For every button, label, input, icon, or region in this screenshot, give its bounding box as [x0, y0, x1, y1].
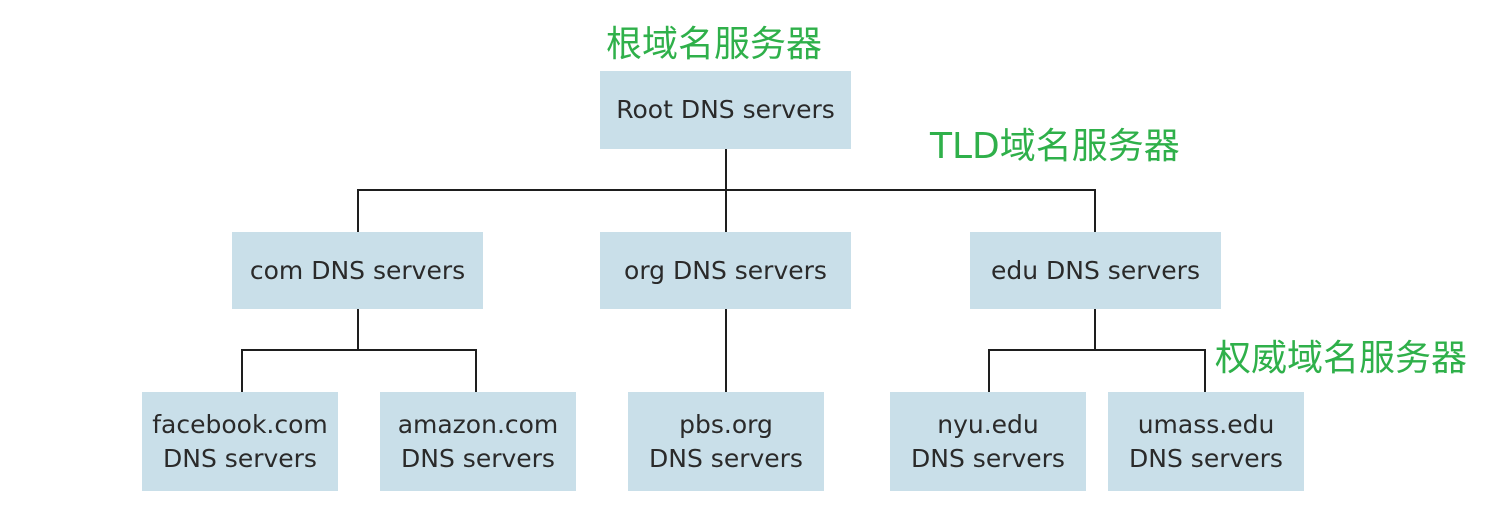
- umass-node-line2: DNS servers: [1129, 443, 1283, 473]
- root-node-label: Root DNS servers: [616, 95, 835, 124]
- root-level-label: 根域名服务器: [606, 24, 823, 65]
- amazon-node-line2: DNS servers: [401, 443, 555, 473]
- amazon-node-line1: amazon.com: [397, 409, 559, 439]
- connector-to-edu: [1094, 189, 1096, 232]
- umass-node-line1: umass.edu: [1137, 409, 1275, 439]
- com-dns-servers-node: com DNS servers: [232, 232, 483, 309]
- org-node-label: org DNS servers: [624, 255, 827, 285]
- connector-edu-trunk: [1094, 309, 1096, 351]
- authoritative-level-label: 权威域名服务器: [1215, 338, 1468, 379]
- connector-to-amazon: [475, 349, 477, 392]
- facebook-node-line2: DNS servers: [163, 443, 317, 473]
- connector-org-to-pbs: [725, 309, 727, 392]
- connector-root-trunk: [725, 149, 727, 191]
- connector-to-org: [725, 189, 727, 232]
- facebook-node-line1: facebook.com: [152, 409, 328, 439]
- edu-node-label: edu DNS servers: [991, 255, 1200, 285]
- connector-com-bar: [241, 349, 477, 351]
- nyu-node-line1: nyu.edu: [937, 409, 1039, 439]
- tld-level-label: TLD域名服务器: [930, 126, 1180, 167]
- amazon-dns-servers-node: amazon.com DNS servers: [380, 392, 576, 491]
- connector-to-facebook: [241, 349, 243, 392]
- connector-com-trunk: [357, 309, 359, 351]
- root-dns-servers-node: Root DNS servers: [600, 71, 851, 149]
- connector-to-umass: [1204, 349, 1206, 392]
- pbs-node-line1: pbs.org: [679, 409, 773, 439]
- nyu-dns-servers-node: nyu.edu DNS servers: [890, 392, 1086, 491]
- com-node-label: com DNS servers: [249, 255, 466, 285]
- nyu-node-line2: DNS servers: [911, 443, 1065, 473]
- facebook-dns-servers-node: facebook.com DNS servers: [142, 392, 338, 491]
- connector-edu-bar: [988, 349, 1206, 351]
- connector-to-com: [357, 189, 359, 232]
- pbs-dns-servers-node: pbs.org DNS servers: [628, 392, 824, 491]
- umass-dns-servers-node: umass.edu DNS servers: [1108, 392, 1304, 491]
- edu-dns-servers-node: edu DNS servers: [970, 232, 1221, 309]
- connector-to-nyu: [988, 349, 990, 392]
- org-dns-servers-node: org DNS servers: [600, 232, 851, 309]
- pbs-node-line2: DNS servers: [649, 443, 803, 473]
